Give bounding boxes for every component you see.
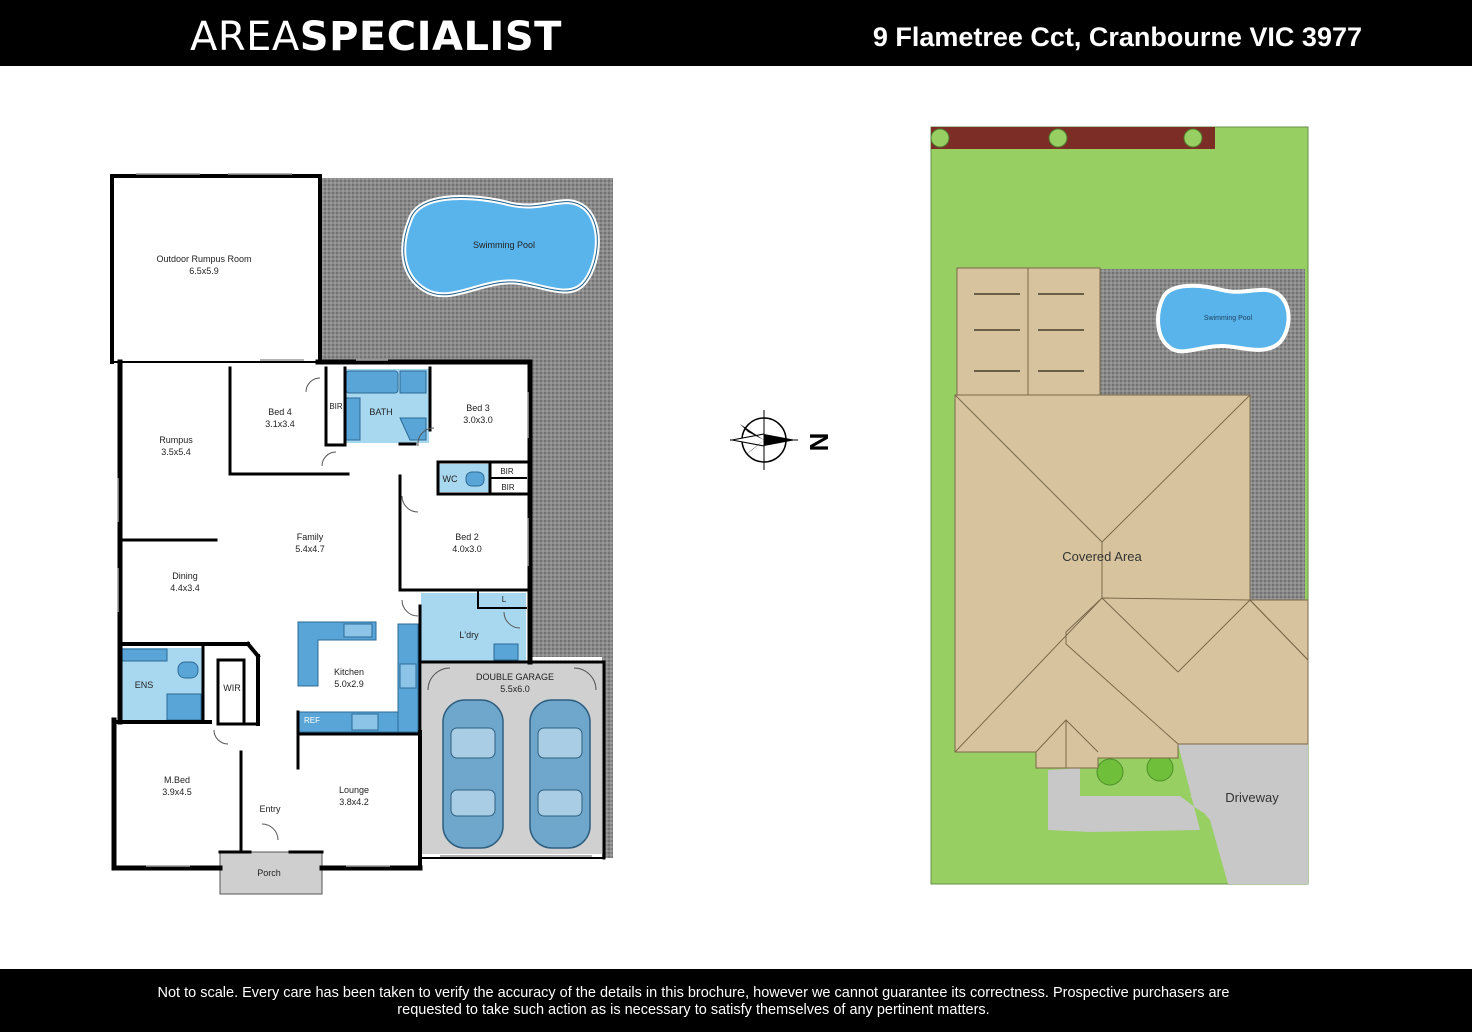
porch-slab [219,851,323,895]
windows [117,173,592,867]
wc-toilet [465,471,485,487]
shrub-icon [1096,758,1124,786]
label-laundry: L'dry [459,630,479,640]
floor-plan: Outdoor Rumpus Room 6.5x5.9 Swimming Poo… [110,173,613,895]
car-left-icon [442,699,504,849]
tree-icon [1183,128,1203,148]
logo-text-area: AREA [190,14,300,60]
label-rumpus: Rumpus [159,435,193,445]
label-linen: L [502,595,507,604]
dishwasher [351,713,379,731]
label-bir1: BIR [329,402,343,411]
label-swimming-pool: Swimming Pool [473,240,535,250]
dims-family: 5.4x4.7 [295,544,325,554]
label-family: Family [297,532,324,542]
rear-fence [931,127,1215,149]
dims-mbed: 3.9x4.5 [162,787,192,797]
label-bed4: Bed 4 [268,407,292,417]
bath-basin [399,417,427,441]
bathtub [345,370,399,394]
site-swimming-pool [1156,283,1291,354]
header-bar: AREASPECIALIST 9 Flametree Cct, Cranbour… [0,0,1472,66]
driveway-label: Driveway [1225,790,1279,805]
label-bed2: Bed 2 [455,532,479,542]
label-mbed: M.Bed [164,775,190,785]
house-roof [954,394,1309,769]
ens-toilet [177,661,199,679]
label-lounge: Lounge [339,785,369,795]
label-bath: BATH [369,407,392,417]
label-wir: WIR [223,683,241,693]
label-double-garage: DOUBLE GARAGE [476,672,554,682]
door-swings [213,377,597,841]
dims-bed3: 3.0x3.0 [463,415,493,425]
kitchen-island [297,621,377,687]
footer-bar: Not to scale. Every care has been taken … [0,969,1472,1032]
dims-bed2: 4.0x3.0 [452,544,482,554]
dims-rumpus: 3.5x5.4 [161,447,191,457]
disclaimer-text: Not to scale. Every care has been taken … [157,985,1230,1018]
label-wc: WC [443,474,458,484]
tree-icon [1048,128,1068,148]
compass-north-icon: N [730,410,834,470]
dims-dining: 4.4x3.4 [170,583,200,593]
site-pool-label: Swimming Pool [1204,315,1253,322]
label-porch: Porch [257,868,281,878]
paved-area [318,178,613,858]
dims-double-garage: 5.5x6.0 [500,684,530,694]
tree-icon [930,128,950,148]
shrub-icon [1146,754,1174,782]
site-plan: Swimming Pool Driveway Covered Area [930,126,1309,885]
label-entry: Entry [259,804,281,814]
brand-logo: AREASPECIALIST [190,14,562,60]
label-dining: Dining [172,571,198,581]
dims-kitchen: 5.0x2.9 [334,679,364,689]
label-ref: REF [304,716,320,725]
label-bir2: BIR [500,467,514,476]
laundry-tub [493,643,519,661]
compass-letter: N [804,433,834,452]
ens-vanity [121,648,168,662]
property-address: 9 Flametree Cct, Cranbourne VIC 3977 [872,22,1362,52]
kitchen-sink [343,623,373,638]
logo-text-specialist: SPECIALIST [299,14,562,60]
label-kitchen: Kitchen [334,667,364,677]
shower-bath [345,397,361,441]
label-bed3: Bed 3 [466,403,490,413]
label-outdoor-rumpus: Outdoor Rumpus Room [156,254,251,264]
walls [110,174,606,871]
dims-outdoor-rumpus: 6.5x5.9 [189,266,219,276]
covered-area-label: Covered Area [1062,549,1142,564]
dims-lounge: 3.8x4.2 [339,797,369,807]
dims-bed4: 3.1x3.4 [265,419,295,429]
label-ens: ENS [135,680,154,690]
ens-shower [166,693,202,721]
label-bir3: BIR [501,483,515,492]
car-right-icon [529,699,591,849]
bath-vanity [399,370,427,394]
cooktop [399,663,417,689]
